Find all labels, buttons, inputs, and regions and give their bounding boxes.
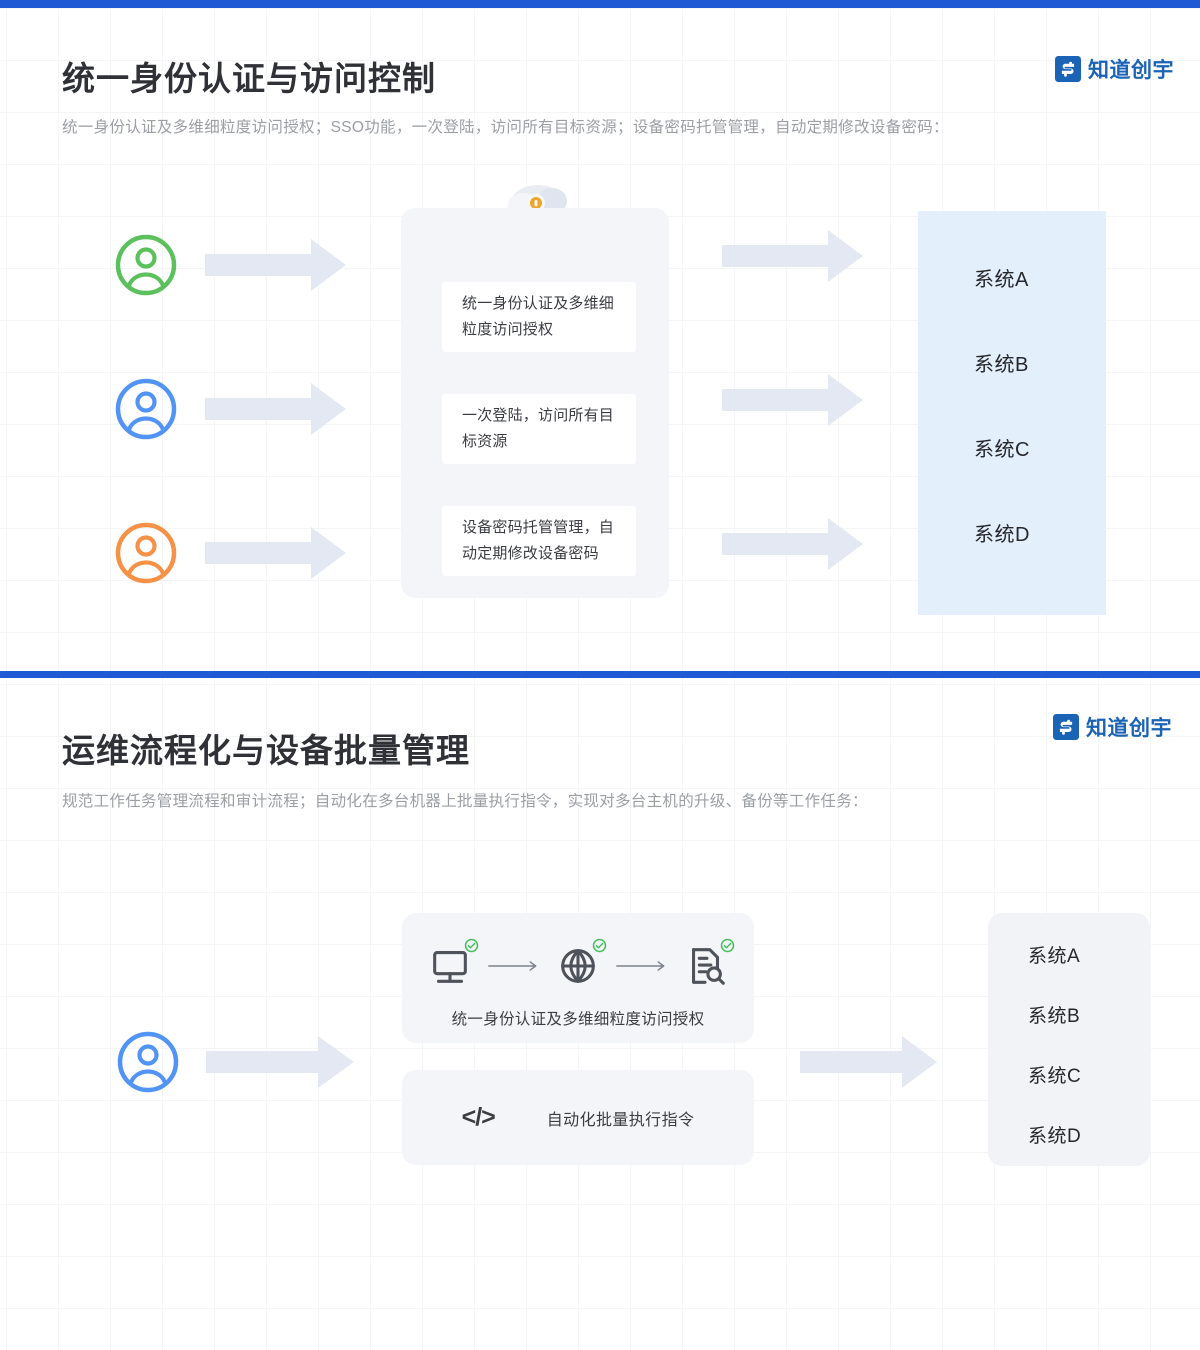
- systems-panel-section-1: 系统A 系统B 系统C 系统D: [918, 211, 1106, 615]
- user-avatar-green: [114, 233, 178, 297]
- chevron-right-connector-2: [616, 961, 665, 971]
- flow-arrow-user-to-workflow: [206, 1036, 354, 1088]
- flow-arrow-gateway-to-systems-3: [722, 518, 863, 570]
- user-avatar-orange: [114, 521, 178, 585]
- section-1-subtitle: 统一身份认证及多维细粒度访问授权；SSO功能，一次登陆，访问所有目标资源；设备密…: [62, 119, 949, 136]
- batch-command-row: </> 自动化批量执行指令: [402, 1070, 754, 1165]
- gateway-card-password[interactable]: 设备密码托管管理，自动定期修改设备密码: [442, 506, 636, 576]
- system-item-d[interactable]: 系统D: [974, 524, 1030, 546]
- workflow-icon-row: [402, 938, 754, 989]
- system-item-c[interactable]: 系统C: [974, 439, 1030, 461]
- gateway-card-auth[interactable]: 统一身份认证及多维细粒度访问授权: [442, 282, 636, 352]
- gateway-card-auth-label: 统一身份认证及多维细粒度访问授权: [462, 295, 615, 338]
- batch-command-card[interactable]: </> 自动化批量执行指令: [402, 1070, 754, 1165]
- brand-name-section-2: 知道创宇: [1086, 717, 1172, 740]
- flow-arrow-gateway-to-systems-1: [722, 230, 863, 282]
- system-item-b-ops[interactable]: 系统B: [1028, 1006, 1081, 1027]
- section-divider-rule: [0, 671, 1200, 678]
- user-avatar-blue: [114, 377, 178, 441]
- system-item-a[interactable]: 系统A: [974, 269, 1029, 291]
- monitor-icon: [427, 938, 479, 989]
- chevron-right-connector-1: [488, 961, 537, 971]
- system-item-c-ops[interactable]: 系统C: [1028, 1066, 1082, 1087]
- flow-arrow-user2-to-gateway: [205, 383, 346, 435]
- gateway-card-sso[interactable]: 一次登陆，访问所有目标资源: [442, 394, 636, 464]
- flow-arrow-user1-to-gateway: [205, 239, 346, 291]
- check-circle-icon: [720, 938, 735, 953]
- workflow-card-label: 统一身份认证及多维细粒度访问授权: [451, 1011, 705, 1028]
- s-logo-icon: [1053, 714, 1079, 740]
- flow-arrow-workflow-to-systems: [800, 1036, 937, 1088]
- workflow-card[interactable]: 统一身份认证及多维细粒度访问授权: [402, 913, 754, 1043]
- gateway-card-sso-label: 一次登陆，访问所有目标资源: [462, 407, 615, 450]
- document-search-icon: [683, 938, 735, 989]
- brand-logo-section-2: 知道创宇: [1053, 712, 1172, 742]
- gateway-card-password-label: 设备密码托管管理，自动定期修改设备密码: [462, 519, 615, 562]
- gateway-panel: 统一身份认证及多维细粒度访问授权 一次登陆，访问所有目标资源 设备密码托管管理，…: [401, 208, 669, 598]
- check-circle-icon: [592, 938, 607, 953]
- s-logo-icon: [1055, 56, 1081, 82]
- system-item-d-ops[interactable]: 系统D: [1028, 1126, 1082, 1147]
- section-2-title: 运维流程化与设备批量管理: [62, 732, 470, 769]
- section-1-title: 统一身份认证与访问控制: [62, 60, 436, 97]
- check-circle-icon: [464, 938, 479, 953]
- systems-panel-section-2: 系统A 系统B 系统C 系统D: [988, 913, 1150, 1166]
- batch-command-label: 自动化批量执行指令: [546, 1111, 695, 1129]
- flow-arrow-gateway-to-systems-2: [722, 374, 863, 426]
- brand-logo-section-1: 知道创宇: [1055, 54, 1174, 84]
- section-2-subtitle: 规范工作任务管理流程和审计流程；自动化在多台机器上批量执行指令，实现对多台主机的…: [62, 793, 868, 810]
- section-identity-access: 统一身份认证与访问控制 统一身份认证及多维细粒度访问授权；SSO功能，一次登陆，…: [0, 8, 1200, 671]
- user-avatar-blue-ops: [116, 1030, 180, 1094]
- flow-arrow-user3-to-gateway: [205, 527, 346, 579]
- section-ops-batch: 运维流程化与设备批量管理 规范工作任务管理流程和审计流程；自动化在多台机器上批量…: [0, 678, 1200, 1350]
- top-accent-rule: [0, 0, 1200, 8]
- brand-name-section-1: 知道创宇: [1088, 59, 1174, 82]
- system-item-b[interactable]: 系统B: [974, 354, 1029, 376]
- globe-icon: [555, 938, 607, 989]
- system-item-a-ops[interactable]: 系统A: [1028, 946, 1081, 967]
- code-brackets-icon: </>: [461, 1103, 496, 1131]
